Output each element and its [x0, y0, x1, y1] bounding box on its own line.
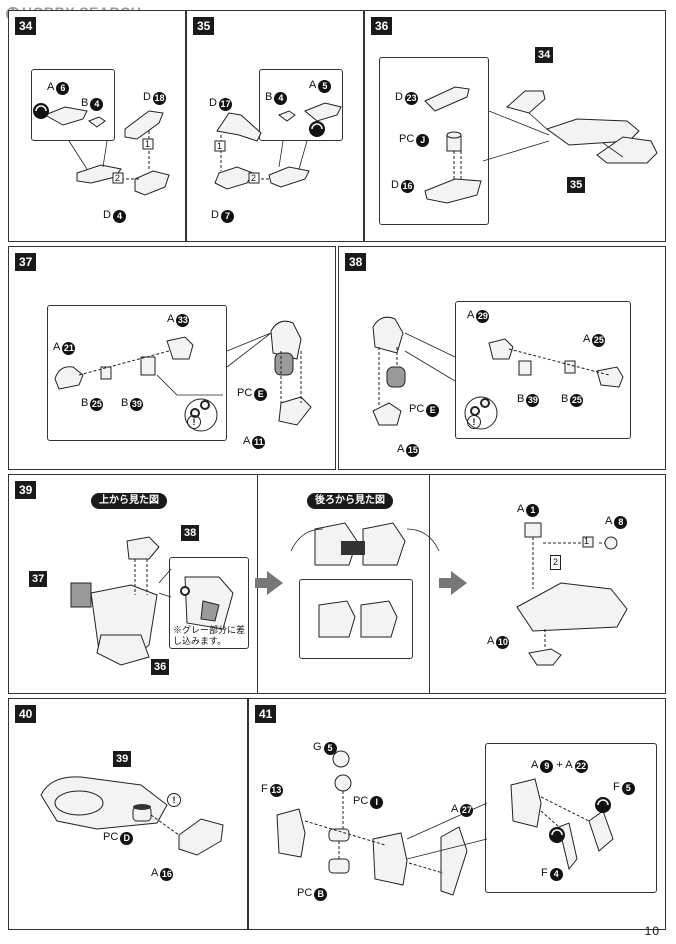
step-number: 38: [345, 253, 367, 271]
label-seq-1: 1: [217, 141, 223, 151]
label-seq-1: 1: [145, 139, 151, 149]
label-seq-2: 2: [550, 555, 562, 570]
step-arrow-icon: [439, 571, 467, 595]
label-seq-2: 2: [115, 173, 121, 183]
step-number: 39: [15, 481, 37, 499]
caption-back-view: 後ろから見た図: [307, 493, 393, 509]
step-38-diagram: [372, 316, 624, 430]
step-number: 41: [255, 705, 277, 723]
ref-step-37: 37: [29, 571, 48, 587]
caution-icon: !: [187, 415, 201, 429]
label-seq-1: 1: [584, 536, 590, 546]
step-40-diagram: [40, 776, 224, 856]
step-36-diagram: [424, 86, 658, 204]
ref-step-34: 34: [535, 47, 554, 63]
step-number: 34: [15, 17, 37, 35]
label-seq-2: 2: [251, 173, 257, 183]
step-35-diagram: [214, 102, 342, 190]
ref-step-39: 39: [113, 751, 132, 767]
insert-note: ※グレー部分に差し込みます。: [173, 625, 246, 646]
caution-icon: !: [167, 793, 181, 807]
page-number: 10: [644, 924, 660, 938]
step-39-panel: 39 上から見た図 後ろから見た図 ※グレー部分に差し込みます。 38 37 3…: [8, 474, 666, 694]
step-arrow-icon: [255, 571, 283, 595]
step-number: 35: [193, 17, 215, 35]
step-34-diagram: [33, 103, 170, 196]
step-41-diagram: [276, 750, 614, 896]
ref-step-36: 36: [151, 659, 170, 675]
section-divider: [429, 475, 430, 693]
step-39-diagram: [70, 522, 628, 666]
step-37-diagram: [54, 320, 312, 432]
ref-step-35: 35: [567, 177, 586, 193]
caption-top-view: 上から見た図: [91, 493, 167, 509]
step-number: 40: [15, 705, 37, 723]
step-number: 37: [15, 253, 37, 271]
caution-icon: !: [467, 415, 481, 429]
step-number: 36: [371, 17, 393, 35]
ref-step-38: 38: [181, 525, 200, 541]
